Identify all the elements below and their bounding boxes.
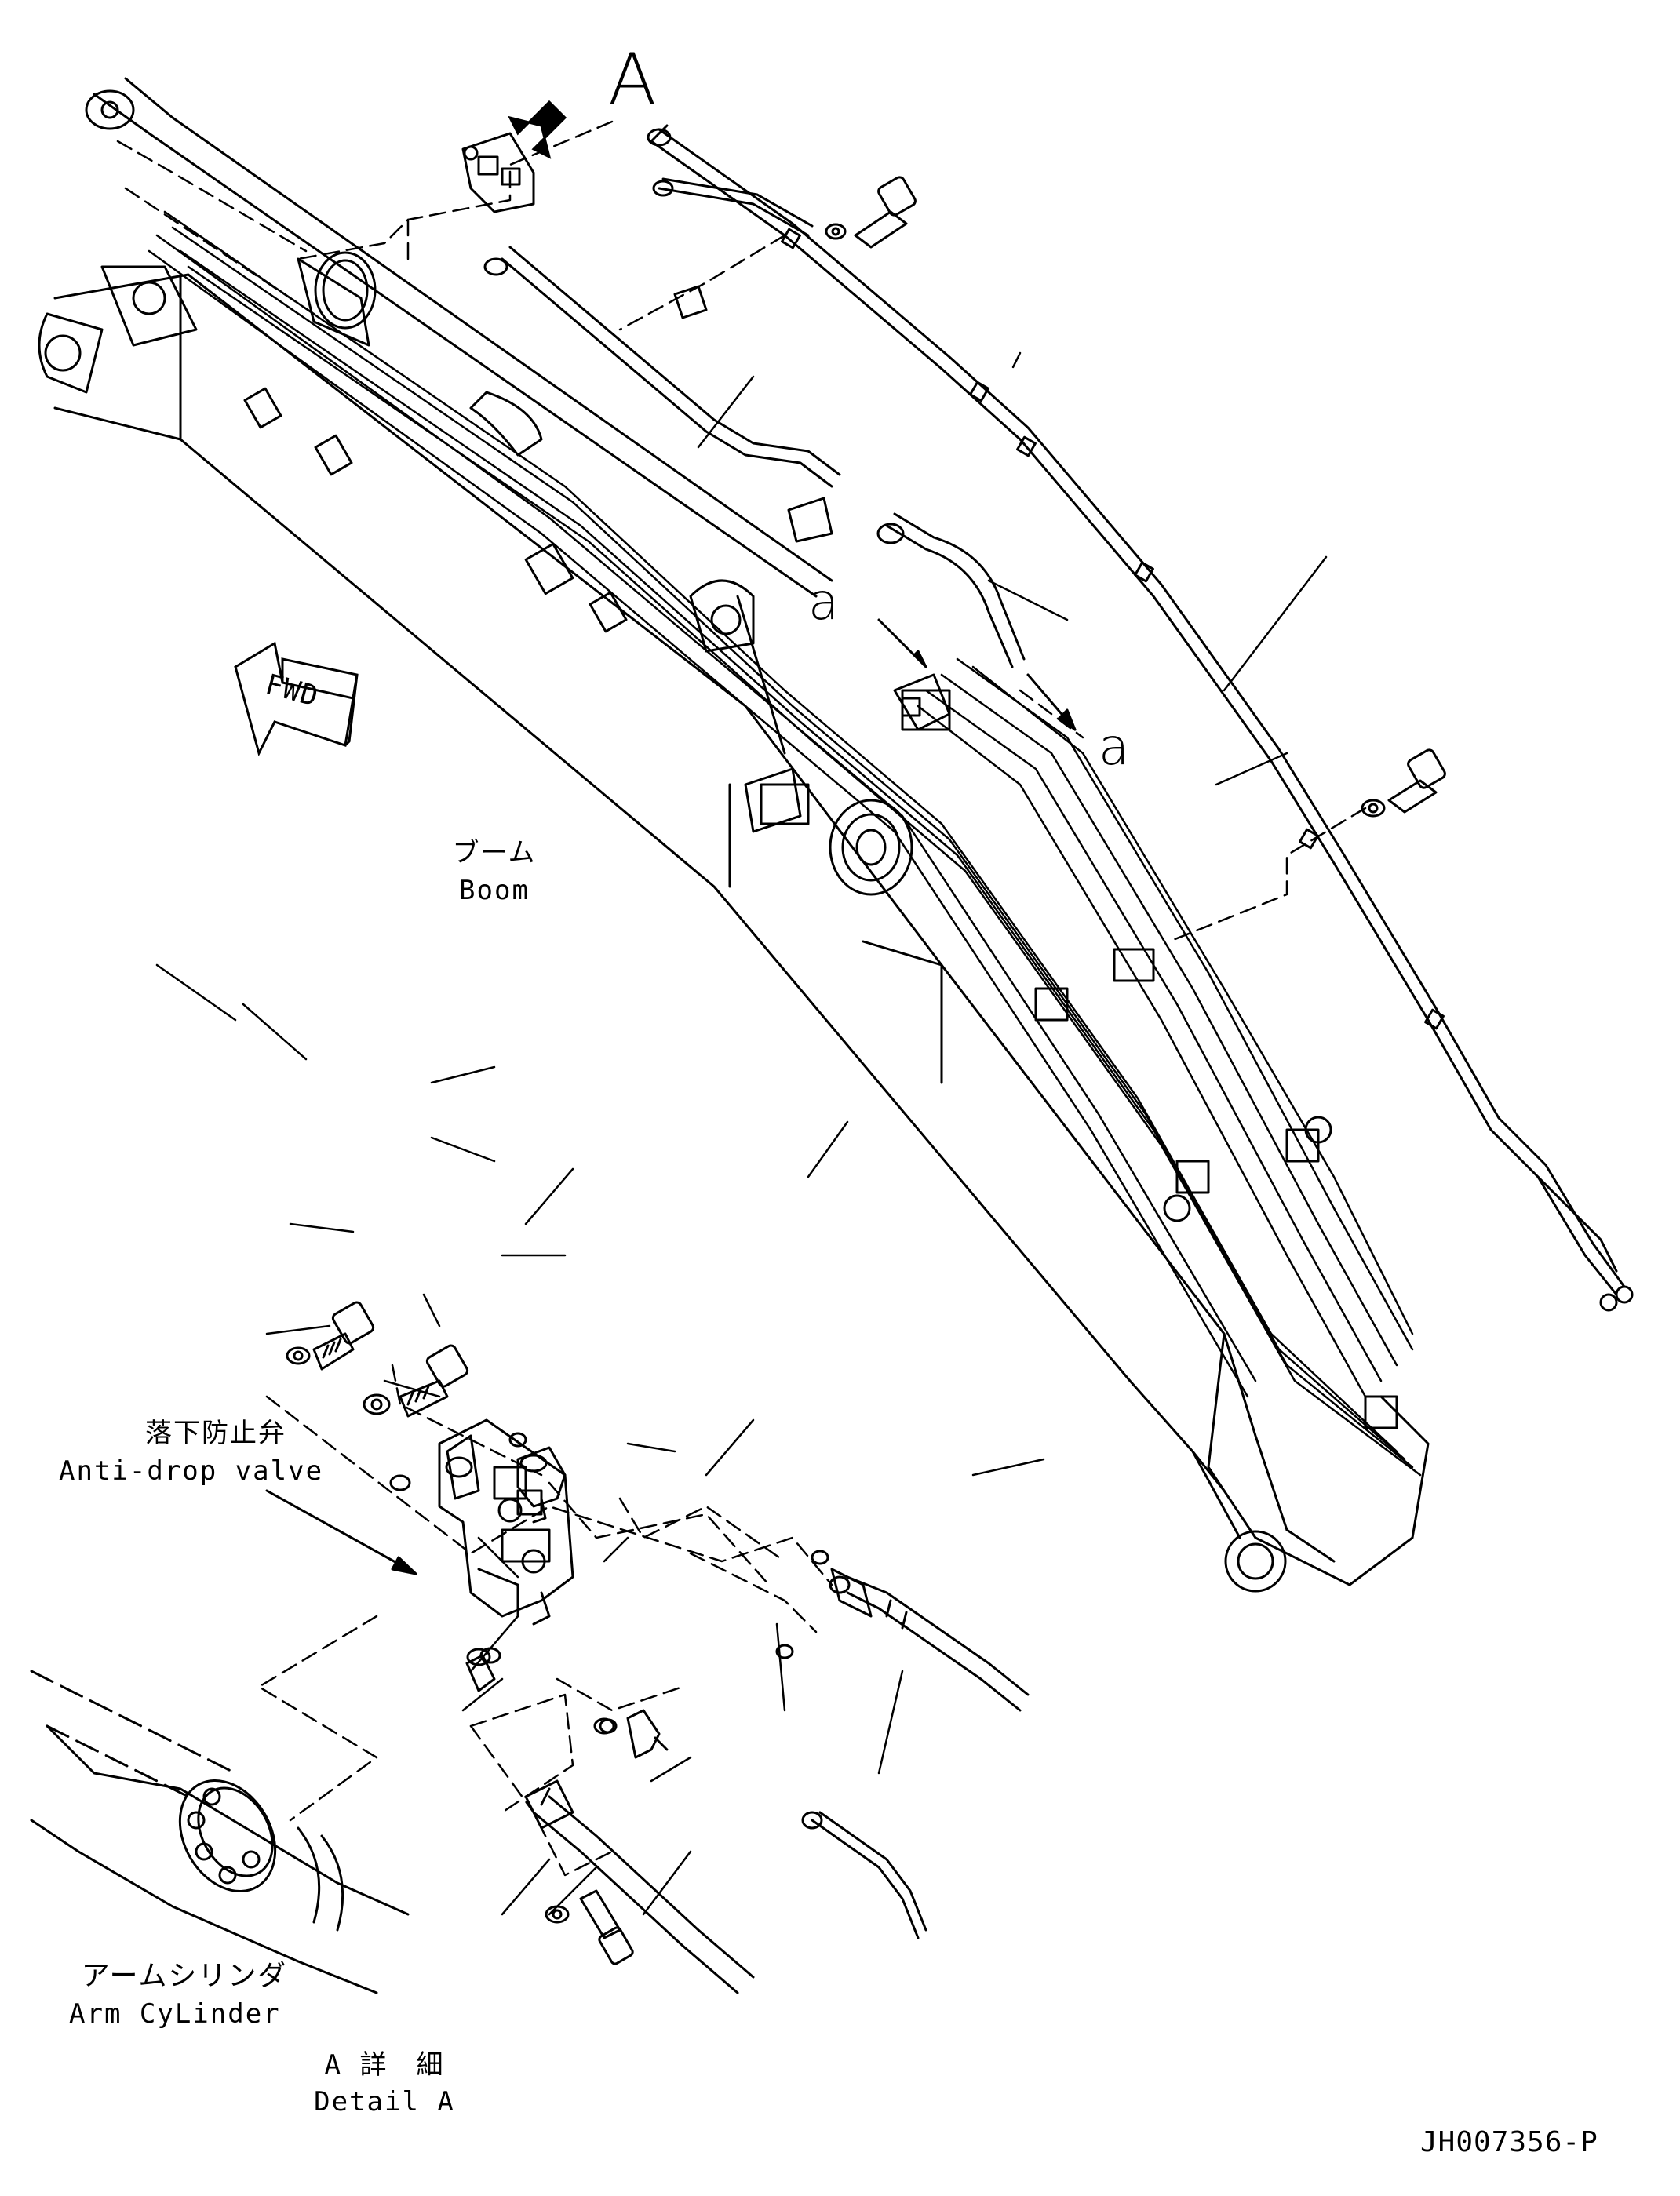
valve-label-jp: 落下防止弁 [145, 1418, 286, 1449]
valve-arrow [265, 1489, 417, 1575]
o-ring-7 [599, 1718, 618, 1734]
middle-pipe [483, 246, 1026, 668]
detail-anti-drop-valve [438, 1418, 574, 1626]
detail-bolt-1 [312, 1301, 375, 1371]
top-pipe [647, 124, 814, 237]
section-a-arrow-2 [1026, 673, 1077, 731]
valve-label-en: Anti-drop valve [59, 1455, 324, 1487]
arm-cylinder-label-en: Arm CyLinder [69, 1998, 281, 2030]
detail-small-hose [801, 1811, 927, 1939]
o-ring-1 [508, 1432, 527, 1448]
detail-bolt-2 [399, 1344, 469, 1418]
line-clamps [243, 387, 1398, 1429]
o-ring-6 [775, 1644, 794, 1659]
detail-elbow-fitting [516, 1446, 567, 1524]
bolt-right [1361, 748, 1446, 818]
bolt-top [825, 176, 917, 249]
detail-hose-right [829, 1568, 1030, 1712]
section-a-arrow-1 [877, 618, 927, 668]
detail-washer-bottom [545, 1905, 570, 1924]
anti-drop-valve-top [461, 132, 535, 213]
anti-drop-valve-section-a [893, 673, 951, 731]
long-pipe [650, 128, 1634, 1312]
bracket-plate [673, 285, 833, 543]
fwd-arrow-box [234, 641, 359, 757]
o-ring-2 [389, 1474, 411, 1491]
callout-leaders [155, 375, 1328, 1916]
section-a-label-2: a [1099, 719, 1130, 777]
boom [38, 265, 1430, 1593]
view-a-arrow [508, 100, 567, 159]
detail-bolt-bottom [579, 1889, 634, 1965]
detail-nipple [626, 1709, 669, 1759]
view-a-label: A [608, 38, 657, 121]
detail-a-label-jp: A 詳 細 [324, 2049, 445, 2081]
dashed-leaders [116, 120, 1367, 1877]
detail-arm-cylinder-dashed [30, 1670, 237, 1798]
detail-plug [465, 1648, 496, 1692]
detail-arm-cylinder [30, 1724, 410, 1994]
detail-washer-1 [286, 1346, 311, 1365]
o-ring-4 [593, 1717, 615, 1735]
detail-a-label-en: Detail A [314, 2086, 455, 2118]
boom-junction-box [744, 767, 913, 896]
boom-label-jp: ブーム [452, 837, 537, 869]
arm-cylinder-top [85, 77, 833, 598]
detail-washer-2 [363, 1393, 391, 1415]
drawing-number: JH007356-P [1420, 2126, 1598, 2158]
boom-label-en: Boom [459, 875, 530, 906]
arm-cylinder-label-jp: アームシリンダ [81, 1960, 288, 1992]
section-a-label-1: a [808, 574, 840, 632]
detail-large-hose [524, 1779, 755, 1994]
o-ring-5 [811, 1550, 829, 1565]
boom-hydraulic-lines [148, 210, 1422, 1477]
